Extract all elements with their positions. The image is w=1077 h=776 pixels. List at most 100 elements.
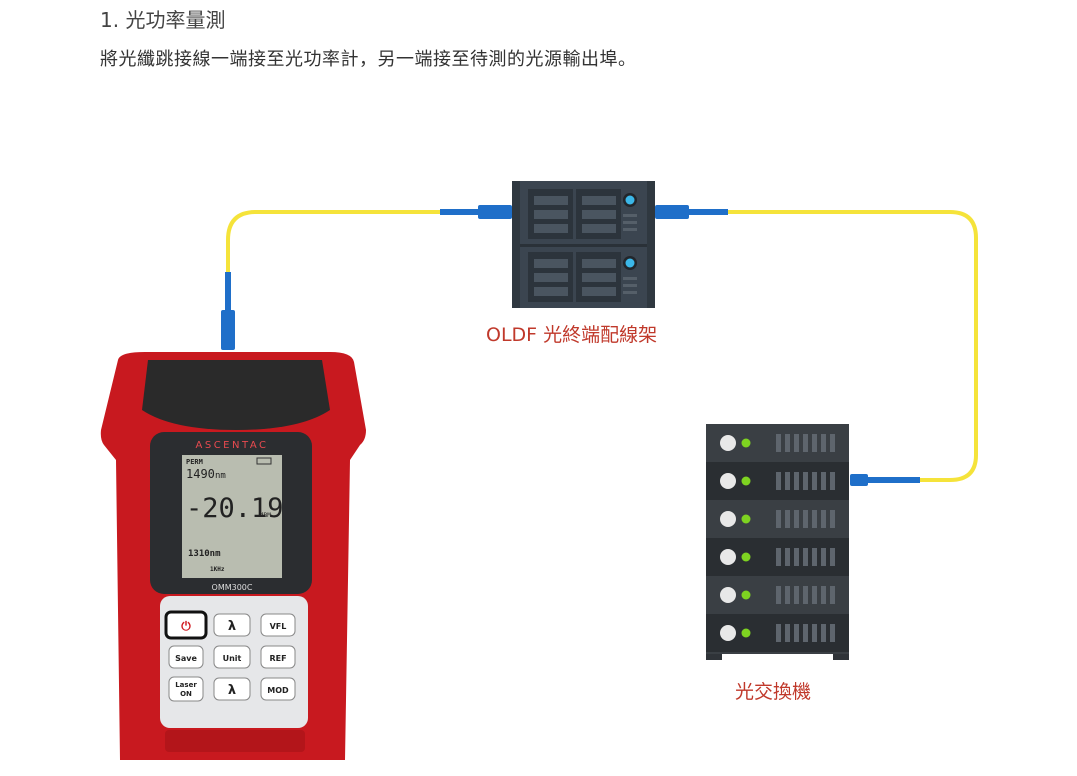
lambda-label-top: λ [228, 619, 236, 634]
meter-keypad: ⏻ λ VFL Save Unit REF Laser ON λ MOD [164, 610, 296, 702]
power-led [720, 625, 736, 641]
switch-unit [706, 576, 849, 614]
port-slot [776, 624, 781, 642]
port-slot [830, 510, 835, 528]
lcd-wavelength-top: 1490 [186, 467, 215, 481]
port-slot [794, 548, 799, 566]
lcd-frequency: 1KHz [210, 566, 225, 573]
port-slot [785, 510, 790, 528]
switch-caption: 光交換機 [735, 681, 812, 703]
oldf-caption: OLDF 光終端配線架 [486, 324, 658, 346]
port-slot [803, 586, 808, 604]
port-slot [830, 472, 835, 490]
status-led [741, 628, 751, 638]
connector-oldf-right [655, 205, 728, 219]
switch-unit [706, 500, 849, 538]
port-slot [821, 586, 826, 604]
power-led [720, 473, 736, 489]
lambda-label-bottom: λ [228, 683, 236, 698]
unit-button[interactable] [213, 645, 251, 669]
port-slot [794, 472, 799, 490]
port-slot [803, 434, 808, 452]
section-heading: 1. 光功率量測 [100, 8, 226, 32]
connector-switch [850, 474, 920, 486]
port-slot [794, 624, 799, 642]
status-led [741, 476, 751, 486]
lcd-reading-unit: dBM [260, 512, 271, 519]
lambda-button-top[interactable] [213, 613, 251, 637]
port-slot [794, 434, 799, 452]
port-slot [821, 624, 826, 642]
port-slot [794, 586, 799, 604]
port-slot [812, 434, 817, 452]
save-label: Save [175, 654, 197, 663]
oldf-rack [512, 181, 655, 308]
port-slot [776, 548, 781, 566]
lcd-wavelength-bottom: 1310nm [188, 549, 221, 559]
port-slot [803, 510, 808, 528]
laser-label: Laser [175, 681, 197, 689]
port-slot [812, 624, 817, 642]
switch-unit [706, 462, 849, 500]
port-slot [821, 472, 826, 490]
port-slot [830, 548, 835, 566]
ref-label: REF [269, 654, 286, 663]
lcd-wavelength-top-unit: nm [215, 471, 226, 481]
laser-on-button[interactable] [168, 676, 204, 702]
port-slot [821, 548, 826, 566]
power-button[interactable] [164, 610, 208, 640]
status-led [741, 590, 751, 600]
port-slot [821, 434, 826, 452]
port-slot [785, 548, 790, 566]
meter-model: OMM300C [212, 583, 253, 592]
status-led [741, 514, 751, 524]
port-slot [785, 472, 790, 490]
port-slot [830, 434, 835, 452]
on-label: ON [180, 690, 192, 698]
port-slot [776, 586, 781, 604]
port-slot [812, 510, 817, 528]
mod-button[interactable] [260, 677, 296, 701]
port-slot [830, 624, 835, 642]
section-description: 將光纖跳接線一端接至光功率計，另一端接至待測的光源輸出埠。 [100, 49, 637, 70]
lcd-reading: -20.19 [186, 493, 284, 524]
power-led [720, 511, 736, 527]
mod-label: MOD [267, 686, 289, 695]
port-slot [821, 510, 826, 528]
port-slot [803, 472, 808, 490]
switch-unit [706, 538, 849, 576]
status-led [741, 552, 751, 562]
port-slot [812, 472, 817, 490]
connector-meter [221, 272, 235, 350]
port-slot [830, 586, 835, 604]
vfl-label: VFL [270, 622, 287, 631]
unit-label: Unit [223, 654, 242, 663]
port-slot [812, 548, 817, 566]
port-slot [803, 548, 808, 566]
ref-button[interactable] [260, 645, 296, 669]
connector-oldf-left [440, 205, 512, 219]
save-button[interactable] [168, 645, 204, 669]
power-led [720, 435, 736, 451]
port-slot [785, 586, 790, 604]
battery-icon [256, 457, 272, 465]
port-slot [785, 434, 790, 452]
lambda-button-bottom[interactable] [213, 677, 251, 701]
port-slot [776, 510, 781, 528]
switch-unit [706, 614, 849, 652]
port-slot [776, 434, 781, 452]
power-icon: ⏻ [181, 619, 191, 633]
power-led [720, 587, 736, 603]
fiber-cable [226, 210, 978, 482]
switch-unit [706, 424, 849, 462]
meter-brand: ASCENTAC [196, 440, 269, 451]
port-slot [794, 510, 799, 528]
power-led [720, 549, 736, 565]
port-slot [785, 624, 790, 642]
status-led [741, 438, 751, 448]
vfl-button[interactable] [260, 613, 296, 637]
port-slot [776, 472, 781, 490]
port-slot [812, 586, 817, 604]
port-slot [803, 624, 808, 642]
